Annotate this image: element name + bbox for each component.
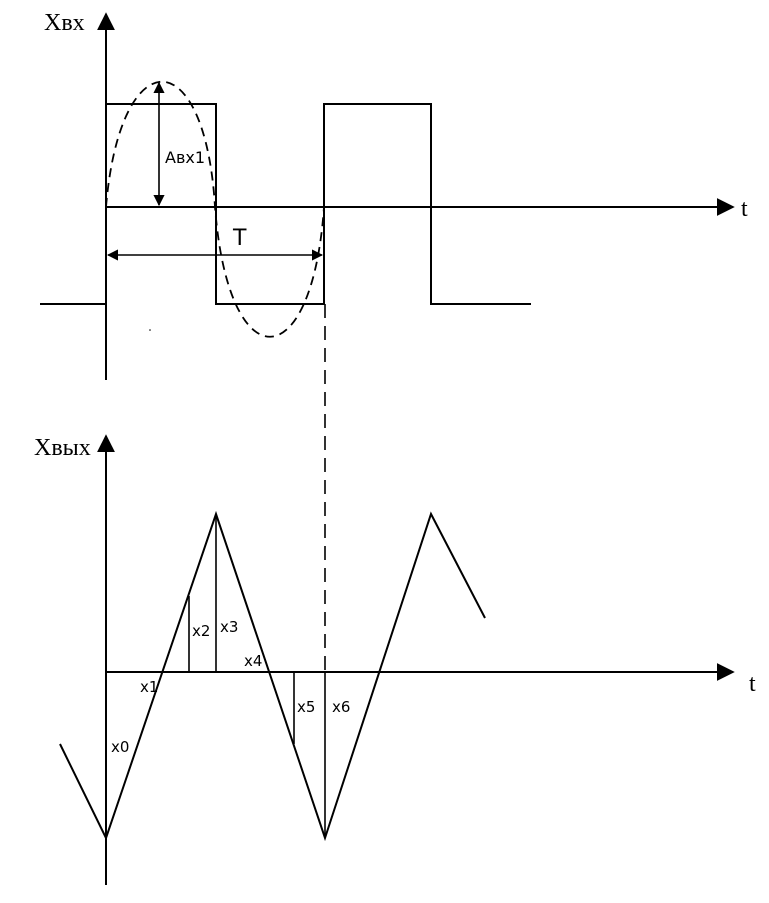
input-plot: Хвх t Авх1 T (40, 10, 748, 380)
input-y-axis-label: Хвх (44, 10, 85, 36)
label-x1: х1 (140, 678, 158, 696)
label-x0: х0 (111, 738, 129, 756)
input-x-axis-label: t (741, 196, 748, 222)
output-y-axis-label: Хвых (34, 435, 91, 461)
stray-dot (149, 329, 151, 331)
amplitude-label: Авх1 (165, 148, 205, 167)
output-plot: Хвых t х0 х1 х2 х3 х4 х5 х6 (34, 434, 756, 885)
triangle-wave-signal (59, 510, 486, 842)
output-x-axis-label: t (749, 671, 756, 697)
period-label: T (232, 226, 247, 251)
first-harmonic-sine (105, 81, 325, 338)
square-wave-signal (40, 103, 531, 305)
label-x3: х3 (220, 618, 238, 636)
label-x6: х6 (332, 698, 350, 716)
label-x4: х4 (244, 652, 262, 670)
label-x5: х5 (297, 698, 315, 716)
label-x2: х2 (192, 622, 210, 640)
